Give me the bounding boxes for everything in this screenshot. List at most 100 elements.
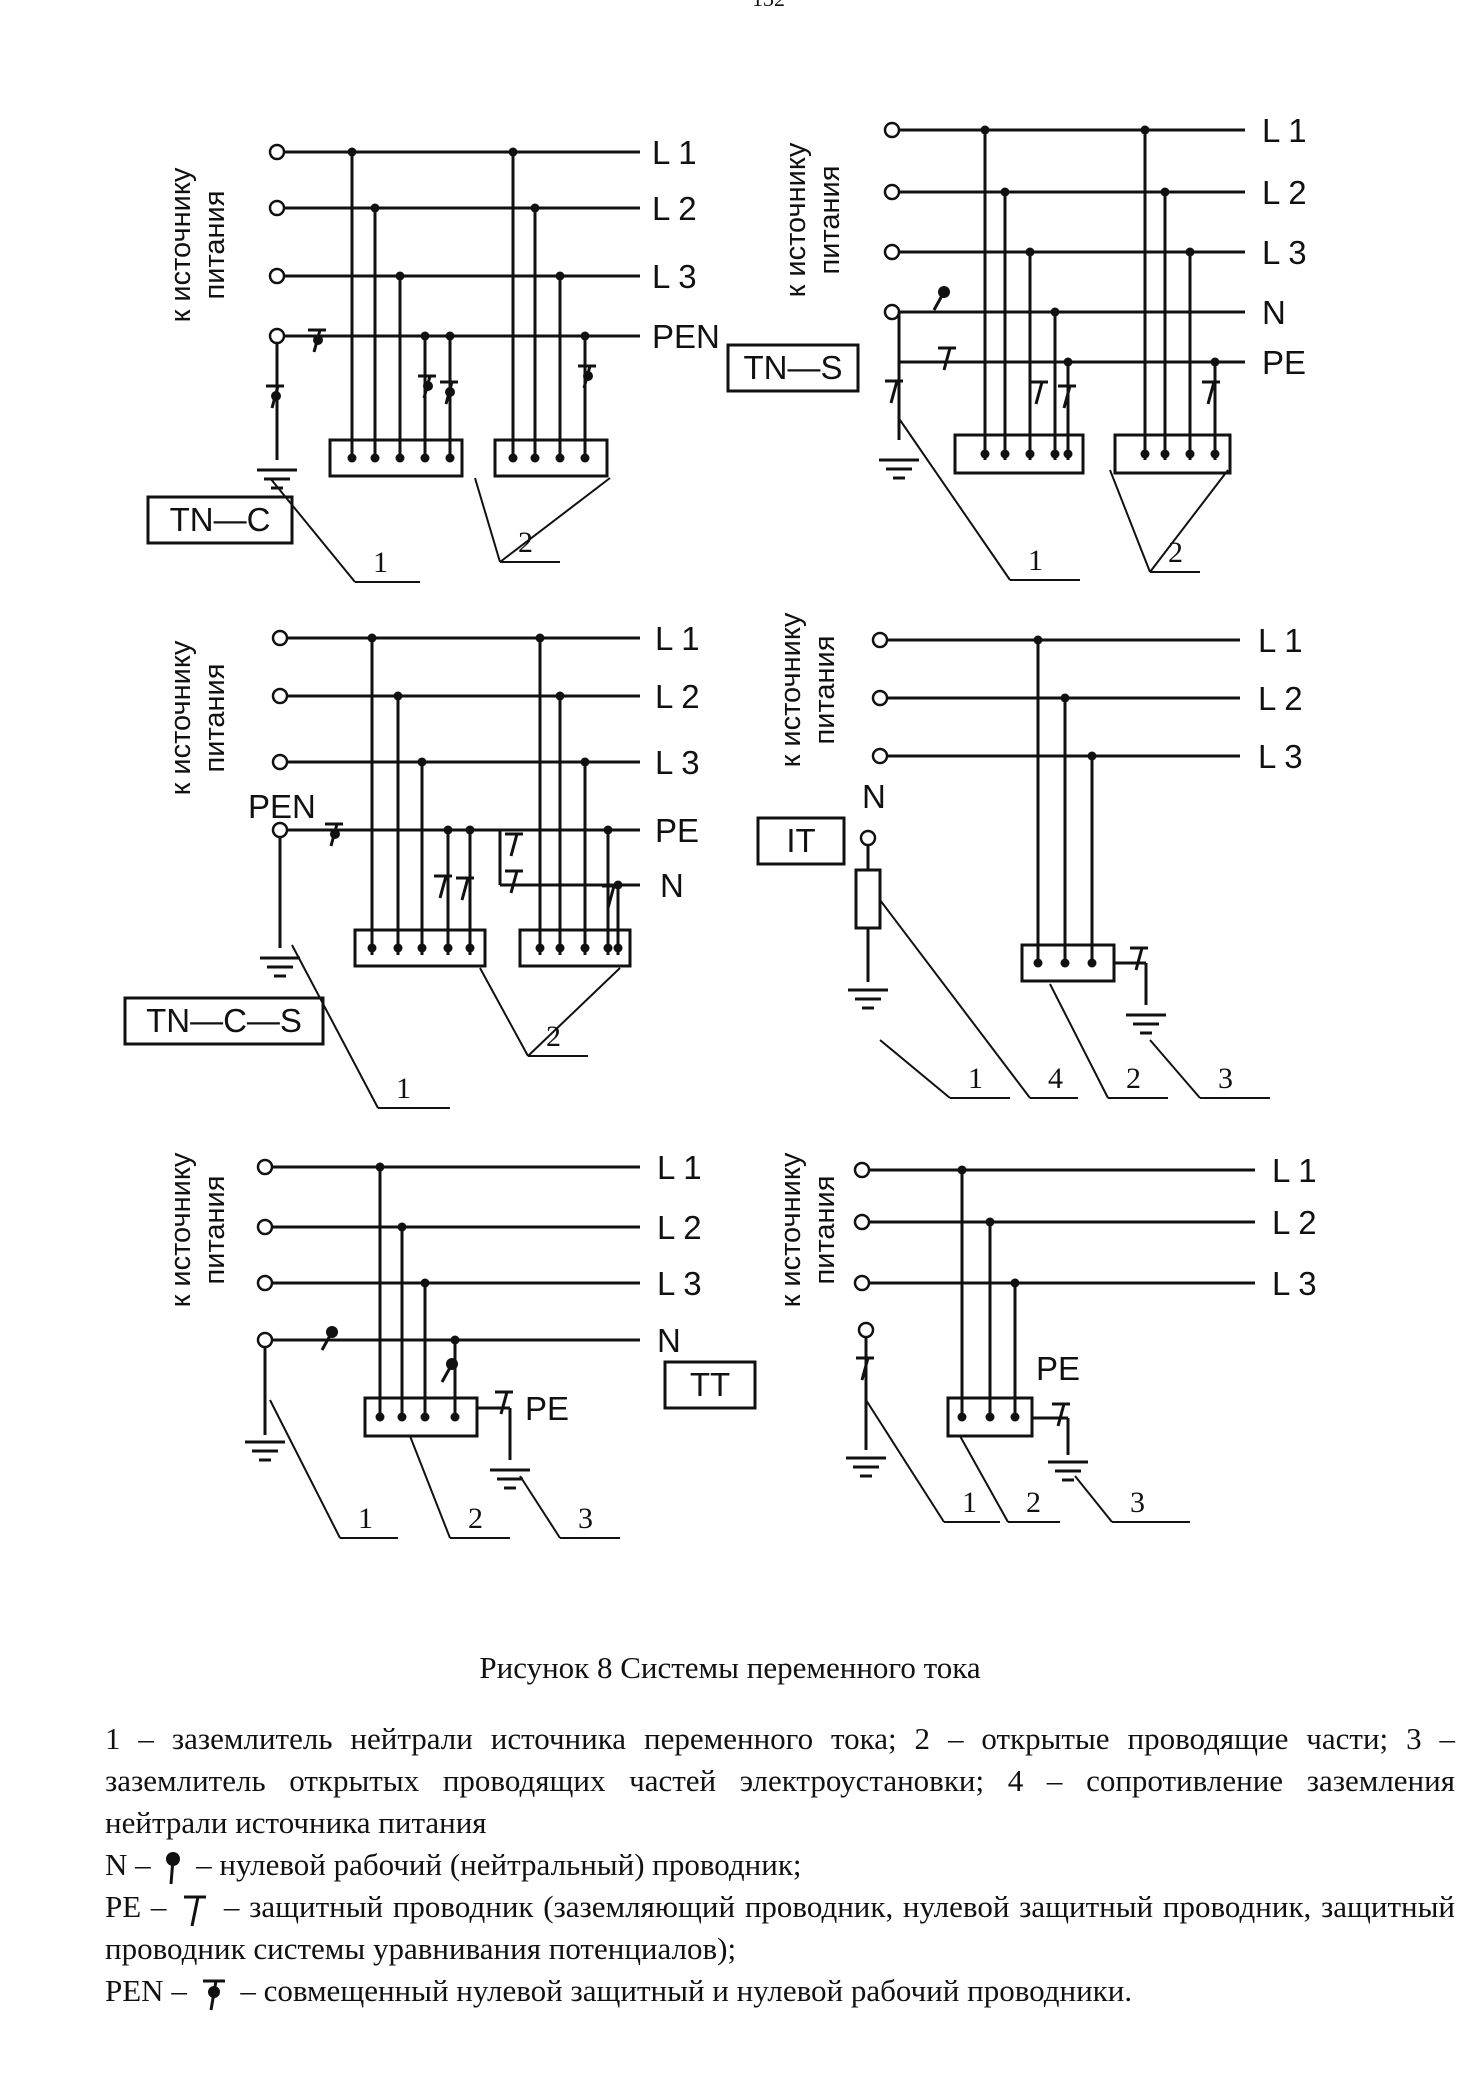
open-conductive-part — [1020, 943, 1116, 983]
wire — [1206, 381, 1216, 405]
junction-dot — [417, 943, 427, 953]
open-conductive-part — [328, 438, 464, 478]
wire — [499, 1391, 509, 1415]
badge-label: TN—C—S — [146, 1002, 302, 1039]
open-conductive-part — [363, 1396, 479, 1438]
terminal-icon — [256, 1158, 274, 1176]
terminal-icon — [871, 747, 889, 765]
callout-number: 1 — [396, 1072, 411, 1105]
conductor-label: N — [660, 867, 684, 904]
conductor-label: L 2 — [1262, 174, 1307, 211]
source-label-line1: к источнику — [165, 1152, 197, 1307]
terminal-icon — [853, 1161, 871, 1179]
pe-label: PE — [1036, 1350, 1080, 1387]
callout-leader — [959, 1435, 1009, 1523]
terminal-icon — [268, 143, 286, 161]
junction-dot — [985, 1412, 995, 1422]
junction-dot — [397, 1412, 407, 1422]
device-box — [493, 438, 609, 478]
open-conductive-part — [353, 928, 487, 968]
terminal-icon — [256, 1218, 274, 1236]
callout: 2 — [1109, 469, 1200, 573]
junction-dot — [1087, 958, 1097, 968]
junction-dot — [420, 453, 430, 463]
callout: 3 — [1074, 1475, 1190, 1523]
callout-number: 2 — [468, 1502, 483, 1535]
callout-number: 1 — [962, 1486, 977, 1519]
pe-symbol-icon — [505, 832, 523, 857]
terminal-icon — [268, 327, 286, 345]
junction-dot — [443, 943, 453, 953]
source-label-line1: к источнику — [165, 640, 197, 795]
wire — [509, 833, 519, 857]
wire — [438, 875, 448, 899]
source-pen-label: PEN — [248, 788, 316, 825]
conductor-label: L 3 — [652, 258, 697, 295]
junction-dot — [613, 943, 623, 953]
wire — [606, 885, 616, 909]
wire — [444, 381, 454, 405]
callout-leader — [879, 1039, 951, 1099]
callout-number: 2 — [1126, 1062, 1141, 1095]
wire — [942, 347, 952, 371]
callout: 1 — [899, 419, 1080, 581]
callout-leader — [1074, 1475, 1113, 1523]
junction-dot — [980, 449, 990, 459]
legend-pen-text: – совмещенный нулевой защитный и нулевой… — [240, 1973, 1133, 2008]
source-label-line1: к источнику — [165, 167, 197, 322]
ground-icon — [1126, 1013, 1166, 1035]
junction-dot — [555, 943, 565, 953]
pe-symbol-icon — [1052, 1402, 1070, 1427]
pen-symbol-icon — [440, 380, 458, 405]
callout: 1 — [865, 1399, 1000, 1523]
callout-number: 3 — [1218, 1062, 1233, 1095]
junction-dot — [555, 453, 565, 463]
callout-number: 3 — [1130, 1486, 1145, 1519]
pe-symbol-icon — [495, 1390, 513, 1415]
callout-leader — [879, 899, 1031, 1099]
badge-frame — [663, 1360, 757, 1410]
junction-dot — [1140, 449, 1150, 459]
terminal-icon — [859, 829, 877, 847]
conductor-label: L 1 — [1272, 1152, 1317, 1189]
wire — [270, 385, 280, 409]
conductor-label: L 2 — [1272, 1204, 1317, 1241]
badge-label: IT — [786, 822, 815, 859]
callout: 1 — [269, 1399, 398, 1539]
junction-dot — [1033, 958, 1043, 968]
junction-dot — [1025, 449, 1035, 459]
legend-n: N – – нулевой рабочий (нейтральный) пров… — [105, 1844, 1455, 1886]
junction-dot — [530, 453, 540, 463]
terminal-icon — [857, 1321, 875, 1339]
badge-frame — [146, 495, 294, 545]
wire — [329, 823, 339, 847]
badge-frame — [756, 816, 846, 866]
pe-symbol-icon — [938, 346, 956, 371]
pe-symbol-icon — [602, 884, 620, 909]
badge-label: TN—C — [170, 501, 271, 538]
legend-items: 1 – заземлитель нейтрали источника перем… — [105, 1721, 1455, 1840]
junction-dot — [1050, 449, 1060, 459]
device-box — [328, 438, 464, 478]
badge-frame — [726, 343, 860, 393]
callout-leader — [1149, 469, 1229, 573]
badge-label: TT — [690, 1366, 730, 1403]
badge-label: TN—S — [744, 349, 843, 386]
junction-dot — [370, 453, 380, 463]
callout: 1 — [291, 944, 450, 1109]
wire — [312, 329, 322, 353]
legend-n-abbr: N – — [105, 1847, 151, 1882]
n-symbol-icon — [320, 1326, 338, 1351]
pe-symbol-icon — [1202, 380, 1220, 405]
junction-dot — [367, 943, 377, 953]
source-label-line1: к источнику — [775, 612, 807, 767]
figure-legend: 1 – заземлитель нейтрали источника перем… — [105, 1718, 1455, 2012]
source-label-line2: питания — [814, 166, 846, 275]
terminal-icon — [271, 687, 289, 705]
pe-symbol-icon — [1030, 380, 1048, 405]
ground-icon — [846, 1456, 886, 1478]
legend-pe: PE – – защитный проводник (заземляющий п… — [105, 1886, 1455, 1970]
system-type-badge: TT — [663, 1360, 757, 1410]
